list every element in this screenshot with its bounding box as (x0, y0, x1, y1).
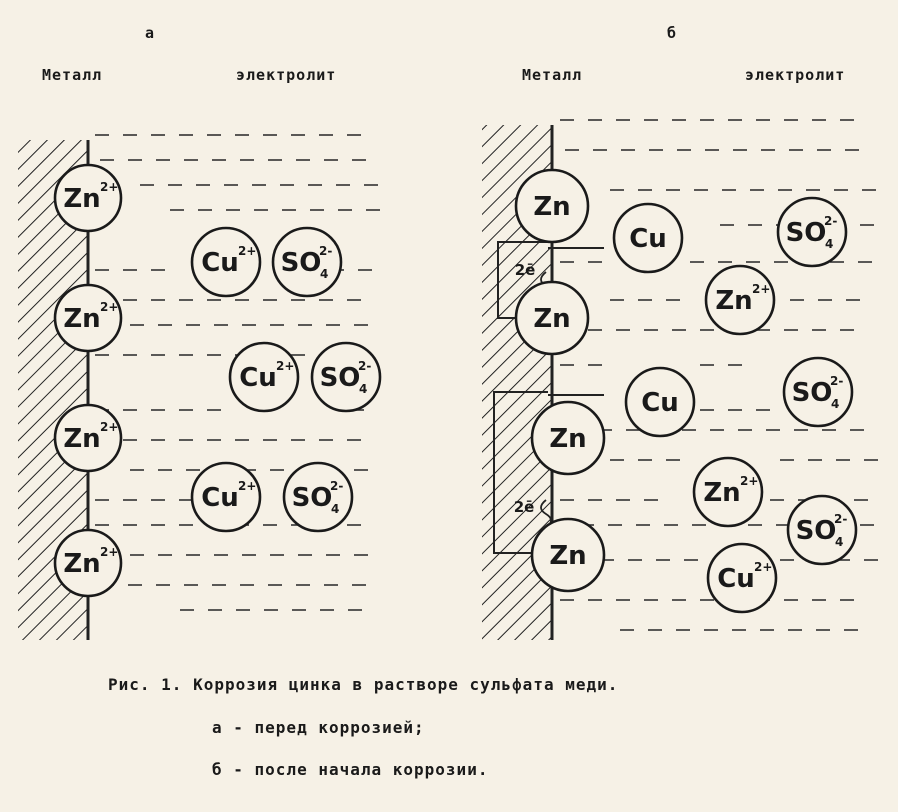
zn-atom: Zn (514, 280, 590, 356)
sulfate-ion: SO4 2- (776, 196, 848, 268)
cu-atom: Cu (612, 202, 684, 274)
panel-a-electrolyte-label: электролит (236, 66, 337, 84)
svg-text:Zn: Zn (533, 192, 570, 222)
sulfate-ion: SO4 2- (282, 461, 354, 533)
svg-text:2-: 2- (330, 479, 343, 493)
sulfate-ion: SO4 2- (310, 341, 382, 413)
caption-title: Рис. 1. Коррозия цинка в растворе сульфа… (108, 675, 619, 694)
panel-a-metal-label: Металл (42, 66, 103, 84)
svg-text:Zn: Zn (63, 549, 100, 579)
zn-atom: Zn (530, 517, 606, 593)
svg-text:4: 4 (359, 382, 367, 396)
svg-text:SO: SO (292, 483, 333, 513)
svg-text:SO: SO (281, 248, 322, 278)
cu-atom: Cu (624, 366, 696, 438)
electron-label: 2ē (514, 498, 535, 516)
svg-text:2-: 2- (830, 374, 843, 388)
svg-text:Zn: Zn (63, 184, 100, 214)
svg-text:2+: 2+ (754, 560, 772, 574)
sulfate-ion: SO4 2- (786, 494, 858, 566)
panel-b-electrolyte-label: электролит (745, 66, 846, 84)
svg-text:2+: 2+ (276, 359, 294, 373)
svg-text:2-: 2- (824, 214, 837, 228)
svg-text:Cu: Cu (239, 363, 277, 393)
svg-text:2-: 2- (834, 512, 847, 526)
svg-text:2+: 2+ (100, 300, 118, 314)
zn-atom: Zn (514, 168, 590, 244)
sulfate-ion: SO4 2- (782, 356, 854, 428)
svg-text:4: 4 (331, 502, 339, 516)
svg-text:Zn: Zn (715, 286, 752, 316)
svg-text:Cu: Cu (201, 248, 239, 278)
svg-text:Cu: Cu (717, 564, 755, 594)
panel-a-letter: а (145, 24, 156, 42)
svg-text:2-: 2- (319, 244, 332, 258)
svg-text:4: 4 (320, 267, 328, 281)
svg-text:Cu: Cu (629, 224, 667, 254)
electron-label: 2ē (515, 261, 536, 279)
svg-text:Zn: Zn (549, 424, 586, 454)
svg-text:SO: SO (786, 218, 827, 248)
caption-line-b: б - после начала коррозии. (212, 760, 489, 779)
svg-text:2+: 2+ (100, 545, 118, 559)
svg-text:2+: 2+ (100, 420, 118, 434)
zn-atom: Zn (530, 400, 606, 476)
svg-text:Zn: Zn (549, 541, 586, 571)
svg-text:SO: SO (792, 378, 833, 408)
svg-text:Zn: Zn (703, 478, 740, 508)
svg-text:2-: 2- (358, 359, 371, 373)
caption-line-a: а - перед коррозией; (212, 718, 425, 737)
svg-text:2+: 2+ (238, 479, 256, 493)
svg-text:Zn: Zn (533, 304, 570, 334)
svg-text:2+: 2+ (740, 474, 758, 488)
svg-text:SO: SO (320, 363, 361, 393)
svg-text:Zn: Zn (63, 304, 100, 334)
svg-text:Zn: Zn (63, 424, 100, 454)
svg-text:4: 4 (831, 397, 839, 411)
panel-b-letter: б (667, 24, 678, 42)
svg-text:2+: 2+ (238, 244, 256, 258)
svg-text:4: 4 (825, 237, 833, 251)
panel-b-metal-label: Металл (522, 66, 583, 84)
sulfate-ion: SO4 2- (271, 226, 343, 298)
svg-text:SO: SO (796, 516, 837, 546)
svg-text:4: 4 (835, 535, 843, 549)
svg-text:2+: 2+ (752, 282, 770, 296)
svg-text:2+: 2+ (100, 180, 118, 194)
svg-text:Cu: Cu (201, 483, 239, 513)
svg-text:Cu: Cu (641, 388, 679, 418)
